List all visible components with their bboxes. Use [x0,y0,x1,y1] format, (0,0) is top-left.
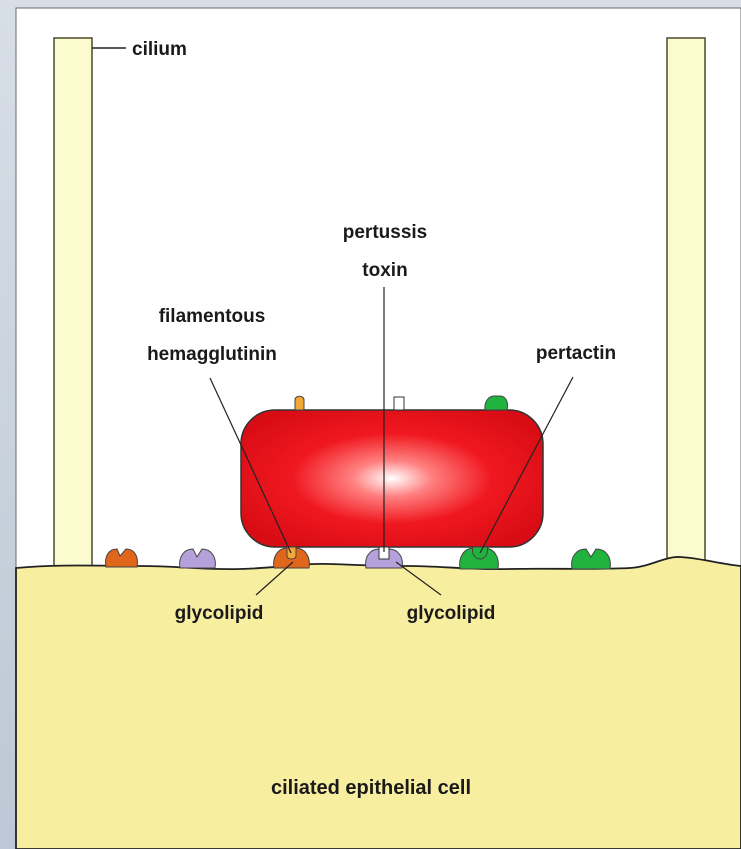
cilium-right [667,38,705,560]
cilium-left [54,38,92,570]
filamentous-hemagglutinin-top [295,396,304,410]
pertussis-toxin-label-line2: toxin [362,260,407,281]
pertussis-toxin-label-line1: pertussis [343,222,427,243]
ciliated-epithelial-cell-label: ciliated epithelial cell [271,777,471,799]
pertactin-label: pertactin [536,343,616,364]
pertactin-top [485,396,508,410]
glycolipid-left-label: glycolipid [175,603,264,624]
filamentous-hemagglutinin-bound [287,547,296,559]
cilium-label: cilium [132,39,187,60]
filamentous-hemagglutinin-label-line1: filamentous [159,306,266,327]
filamentous-hemagglutinin-label-line2: hemagglutinin [147,344,277,365]
bacterium-body [241,410,543,547]
ciliated-epithelial-cell [16,557,741,849]
pertussis-toxin-top [394,397,404,410]
glycolipid-right-label: glycolipid [407,603,496,624]
